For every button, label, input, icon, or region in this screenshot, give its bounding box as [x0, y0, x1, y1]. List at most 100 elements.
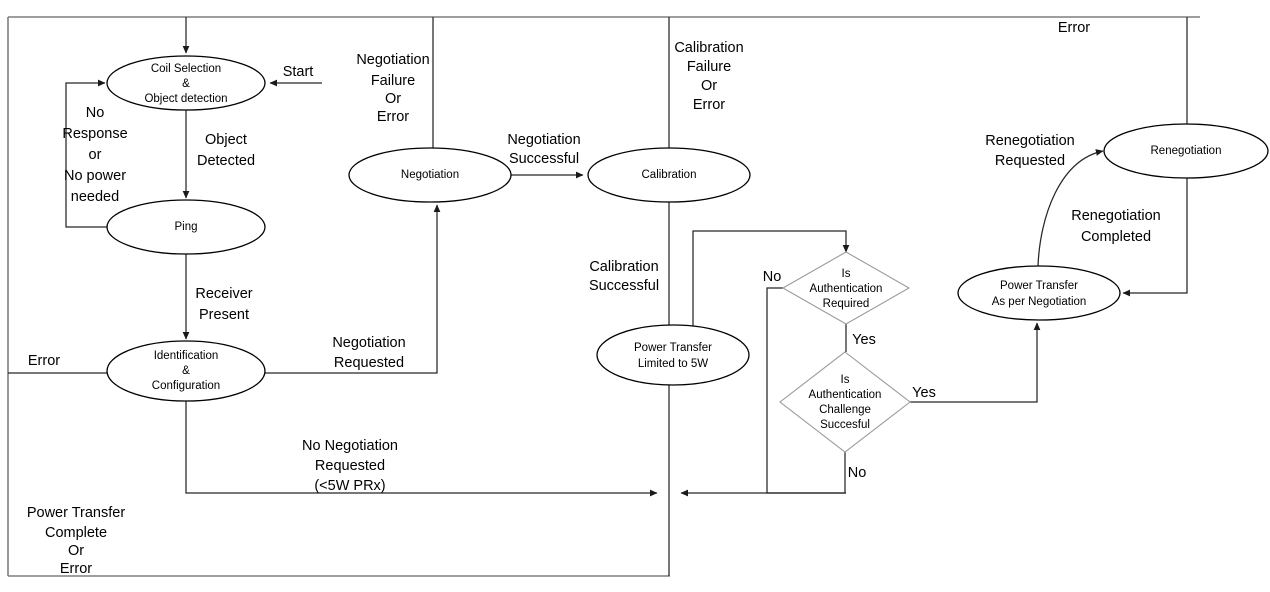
label-no-negotiation-requested-line-1: Requested	[315, 458, 385, 474]
label-auth-required-no: No	[763, 269, 782, 285]
label-negotiation-failure-line-3: Error	[377, 109, 409, 125]
label-no-response-line-1: Response	[62, 126, 127, 142]
node-coil-selection[interactable]: Coil Selection & Object detection	[106, 55, 266, 111]
label-calibration-successful-line-1: Successful	[589, 278, 659, 294]
decision-auth-challenge[interactable]: Is Authentication Challenge Succesful	[779, 351, 911, 453]
node-renegotiation-line-0: Renegotiation	[1151, 145, 1222, 157]
label-negotiation-requested: Negotiation Requested	[332, 335, 405, 371]
frame-error-loop	[7, 16, 1200, 577]
node-calibration-shape[interactable]	[587, 147, 751, 203]
node-calibration-line-0: Calibration	[642, 169, 697, 181]
label-no-negotiation-requested-line-0: No Negotiation	[302, 438, 398, 454]
node-renegotiation[interactable]: Renegotiation	[1103, 123, 1269, 179]
decision-auth-challenge-shape[interactable]	[779, 351, 911, 453]
label-auth-required-yes: Yes	[852, 332, 876, 348]
label-calibration-failure-line-1: Failure	[687, 59, 731, 75]
node-power-transfer-5w[interactable]: Power Transfer Limited to 5W	[596, 324, 750, 386]
node-coil-selection-line-0: Coil Selection	[151, 63, 221, 75]
label-power-transfer-complete-line-3: Error	[60, 561, 92, 577]
node-ping-line-0: Ping	[174, 221, 197, 233]
edge-labels-layer: Start No Response or No power needed Obj…	[27, 20, 1161, 577]
label-negotiation-successful-line-1: Successful	[509, 151, 579, 167]
label-negotiation-requested-line-1: Requested	[334, 355, 404, 371]
edge-ping-to-coil	[65, 79, 107, 228]
label-no-response-line-0: No	[86, 105, 105, 121]
edge-to-auth-required	[692, 230, 850, 330]
label-power-transfer-complete: Power Transfer Complete Or Error	[27, 505, 125, 577]
label-receiver-present-line-1: Present	[199, 307, 249, 323]
label-renegotiation-completed-line-0: Renegotiation	[1071, 208, 1161, 224]
node-calibration[interactable]: Calibration	[587, 147, 751, 203]
edge-identification-to-negotiation	[265, 204, 441, 374]
label-no-negotiation-requested-line-2: (<5W PRx)	[314, 478, 385, 494]
node-renegotiation-shape[interactable]	[1103, 123, 1269, 179]
node-coil-selection-line-1: &	[182, 78, 190, 90]
label-receiver-present: Receiver Present	[195, 286, 252, 323]
label-power-transfer-complete-line-1: Complete	[45, 525, 107, 541]
label-negotiation-failure-line-1: Failure	[371, 73, 415, 89]
label-power-transfer-complete-line-2: Or	[68, 543, 84, 559]
node-identification-line-1: &	[182, 365, 190, 377]
label-calibration-failure-line-3: Error	[693, 97, 725, 113]
node-power-transfer-5w-line-0: Power Transfer	[634, 342, 712, 354]
node-coil-selection-shape[interactable]	[106, 55, 266, 111]
label-challenge-yes: Yes	[912, 385, 936, 401]
decision-auth-required[interactable]: Is Authentication Required	[781, 251, 911, 325]
label-no-response-line-4: needed	[71, 189, 119, 205]
nodes-layer: Coil Selection & Object detection Ping I…	[106, 55, 1269, 453]
node-identification-shape[interactable]	[106, 340, 266, 402]
label-renegotiation-completed-line-1: Completed	[1081, 229, 1151, 245]
label-negotiation-requested-line-0: Negotiation	[332, 335, 405, 351]
label-error-left: Error	[28, 353, 60, 369]
node-negotiation-line-0: Negotiation	[401, 169, 459, 181]
label-negotiation-failure-line-2: Or	[385, 91, 401, 107]
label-negotiation-failure: Negotiation Failure Or Error	[356, 52, 429, 125]
label-calibration-successful-line-0: Calibration	[589, 259, 658, 275]
label-renegotiation-requested-line-1: Requested	[995, 153, 1065, 169]
label-renegotiation-requested-line-0: Renegotiation	[985, 133, 1075, 149]
node-power-transfer-5w-shape[interactable]	[596, 324, 750, 386]
label-negotiation-successful-line-0: Negotiation	[507, 132, 580, 148]
label-power-transfer-complete-line-0: Power Transfer	[27, 505, 125, 521]
decision-auth-required-line-1: Authentication	[810, 283, 883, 295]
node-power-transfer-negotiated[interactable]: Power Transfer As per Negotiation	[957, 265, 1121, 321]
label-challenge-no: No	[848, 465, 867, 481]
label-renegotiation-completed: Renegotiation Completed	[1071, 208, 1161, 245]
node-identification[interactable]: Identification & Configuration	[106, 340, 266, 402]
label-object-detected-line-1: Detected	[197, 153, 255, 169]
label-negotiation-successful: Negotiation Successful	[507, 132, 580, 167]
decision-auth-challenge-line-3: Succesful	[820, 419, 870, 431]
node-coil-selection-line-2: Object detection	[144, 93, 227, 105]
decision-auth-challenge-line-2: Challenge	[819, 404, 871, 416]
decision-auth-challenge-line-0: Is	[841, 374, 850, 386]
label-object-detected-line-0: Object	[205, 132, 247, 148]
decision-auth-required-line-0: Is	[842, 268, 851, 280]
label-calibration-failure-line-0: Calibration	[674, 40, 743, 56]
label-error-top: Error	[1058, 20, 1090, 36]
node-power-transfer-negotiated-shape[interactable]	[957, 265, 1121, 321]
node-power-transfer-negotiated-line-1: As per Negotiation	[992, 296, 1087, 308]
edge-challenge-yes	[910, 322, 1041, 403]
label-no-response-line-3: No power	[64, 168, 126, 184]
node-negotiation[interactable]: Negotiation	[348, 147, 512, 203]
node-identification-line-2: Configuration	[152, 380, 220, 392]
label-no-response-line-2: or	[89, 147, 102, 163]
node-power-transfer-5w-line-1: Limited to 5W	[638, 358, 708, 370]
node-negotiation-shape[interactable]	[348, 147, 512, 203]
node-ping-shape[interactable]	[106, 199, 266, 255]
node-power-transfer-negotiated-line-0: Power Transfer	[1000, 280, 1078, 292]
label-object-detected: Object Detected	[197, 132, 255, 169]
label-negotiation-failure-line-0: Negotiation	[356, 52, 429, 68]
decision-auth-required-shape[interactable]	[781, 251, 911, 325]
label-no-negotiation-requested: No Negotiation Requested (<5W PRx)	[302, 438, 398, 494]
label-renegotiation-requested: Renegotiation Requested	[985, 133, 1075, 169]
decision-auth-challenge-line-1: Authentication	[809, 389, 882, 401]
edge-ptneg-to-renegotiation	[1037, 149, 1104, 267]
label-start: Start	[283, 64, 314, 80]
edge-no-negotiation-requested	[185, 401, 658, 497]
label-receiver-present-line-0: Receiver	[195, 286, 252, 302]
label-calibration-failure-line-2: Or	[701, 78, 717, 94]
node-ping[interactable]: Ping	[106, 199, 266, 255]
label-calibration-failure: Calibration Failure Or Error	[674, 40, 743, 113]
